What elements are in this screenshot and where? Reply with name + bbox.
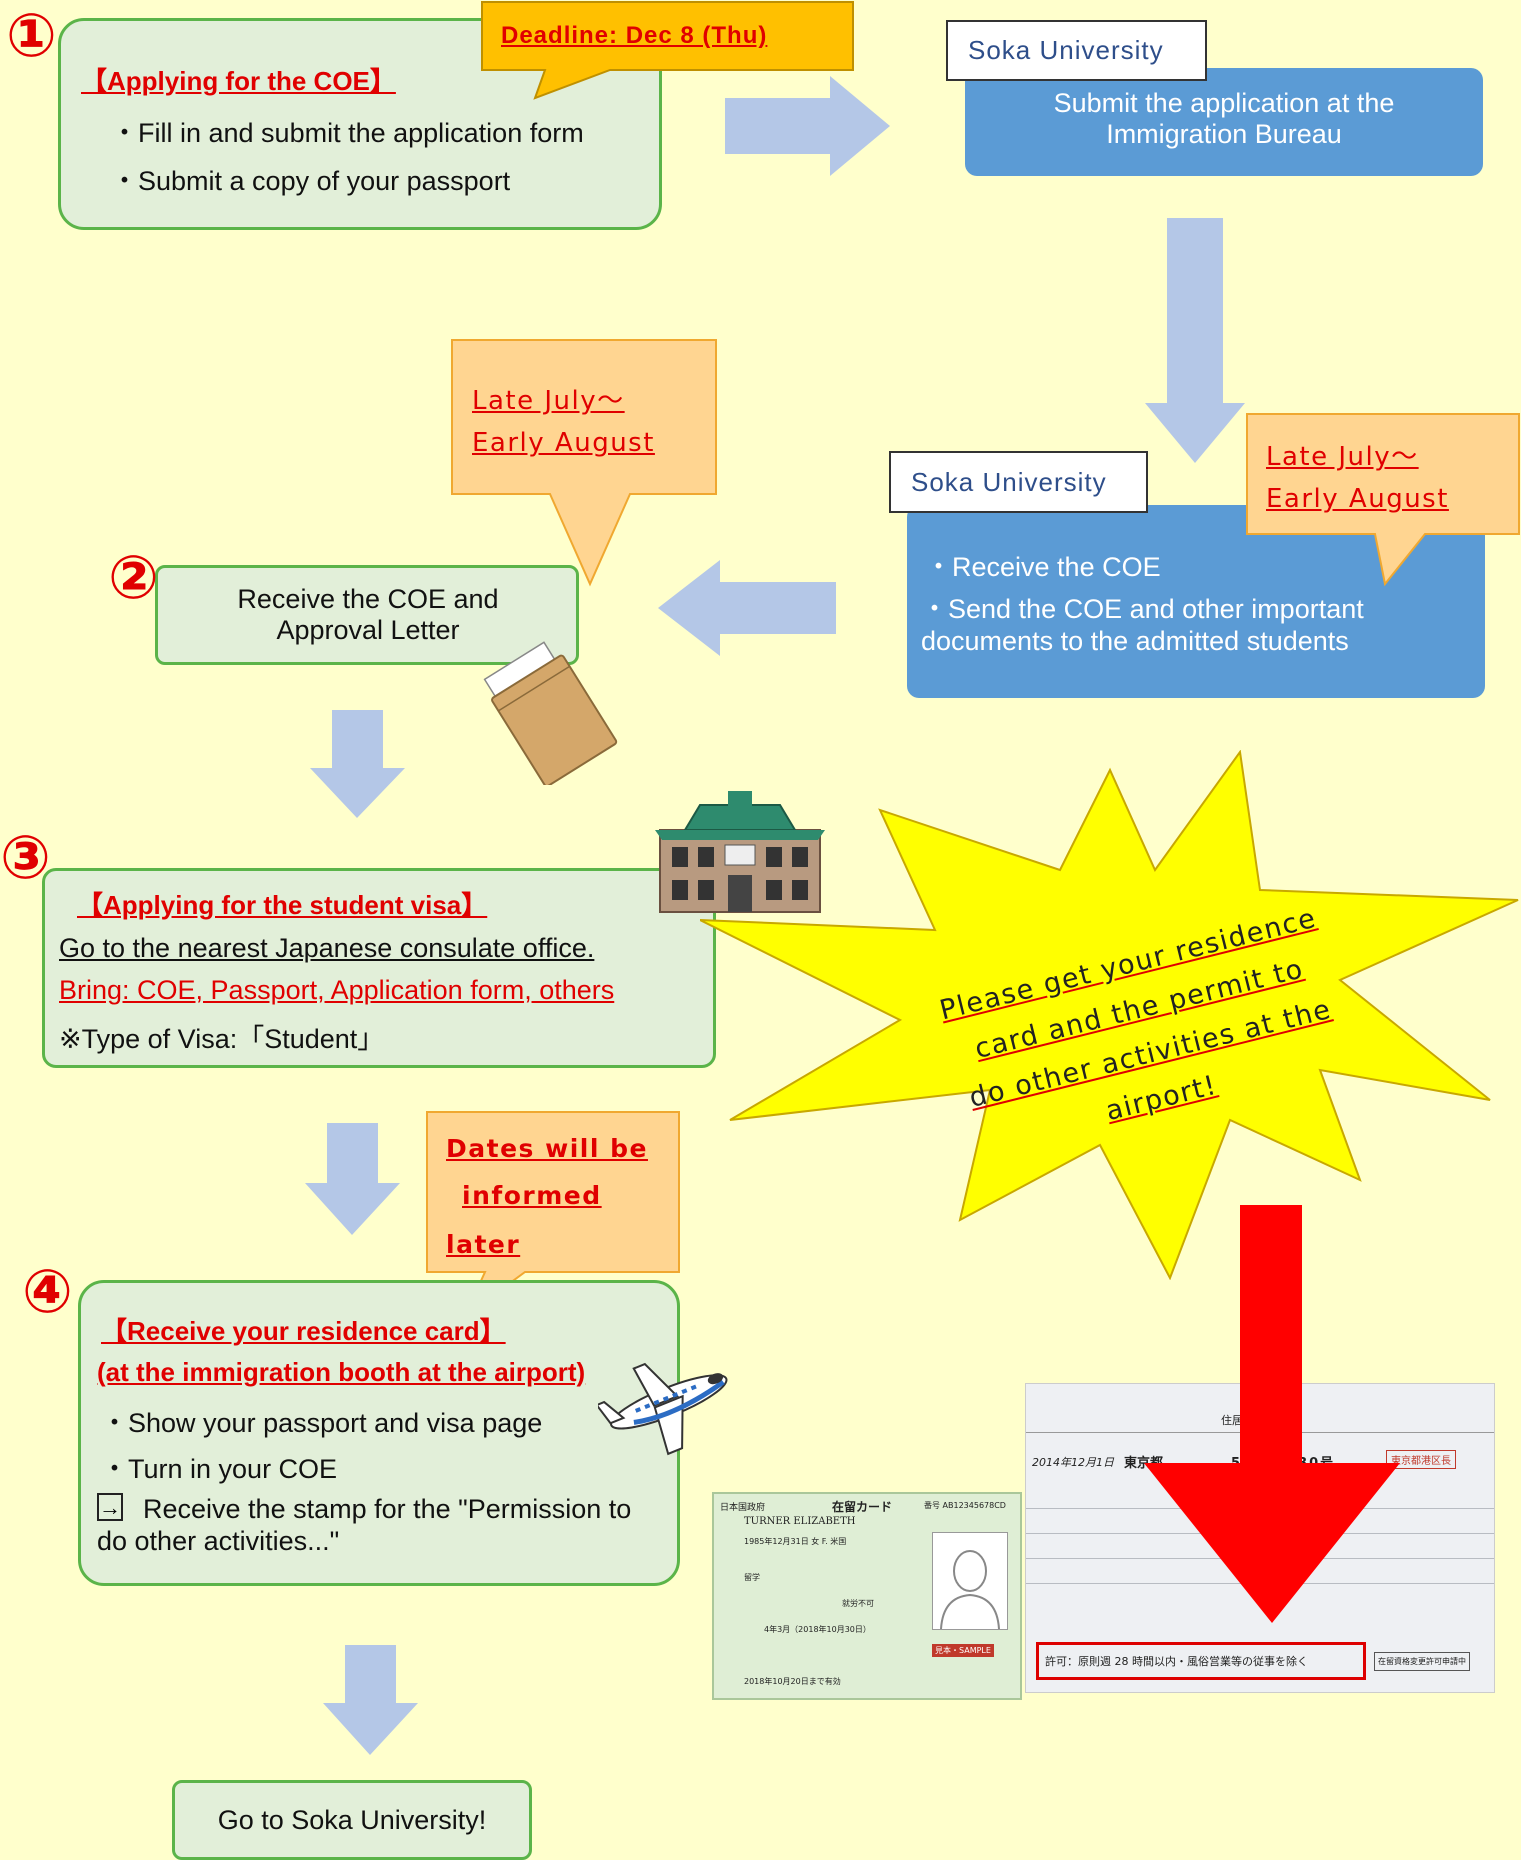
card-back-stamp: 東京都港区長 <box>1386 1450 1456 1469</box>
step4-number: ④ <box>22 1258 73 1325</box>
step1-title: 【Applying for the COE】 <box>81 66 396 96</box>
step4-subtitle: (at the immigration booth at the airport… <box>97 1357 586 1387</box>
card-front-status: 留学 <box>744 1573 760 1582</box>
step2-number: ② <box>108 544 159 611</box>
step1-number: ① <box>6 2 57 69</box>
card-front-name: TURNER ELIZABETH <box>744 1516 856 1527</box>
univ1-box: Submit the application at the Immigratio… <box>965 68 1483 176</box>
univ2-item-2: ・Send the COE and other important docume… <box>921 594 1364 656</box>
step2-callout-line2: Early August <box>472 428 655 458</box>
card-front-valid: 2018年10月20日まで有効 <box>744 1677 841 1686</box>
step4-item-2: ・Turn in your COE <box>101 1454 338 1484</box>
step3-number: ③ <box>0 824 51 891</box>
step2-callout-line1: Late July～ <box>472 386 625 416</box>
step4-callout-line1: Dates will be <box>446 1134 648 1163</box>
step4-arrow-symbol: → <box>97 1493 123 1521</box>
card-photo <box>932 1532 1008 1630</box>
univ2-label: Soka University <box>889 451 1148 513</box>
envelope-icon <box>483 641 618 785</box>
card-back-date: 2014年12月1日 <box>1032 1456 1114 1469</box>
step2-text: Receive the COE and Approval Letter <box>237 584 499 645</box>
step1-item-2: ・Submit a copy of your passport <box>111 166 511 196</box>
person-silhouette-icon <box>940 1550 1000 1630</box>
arrow-down-2 <box>310 710 405 818</box>
card-front-period: 4年3月（2018年10月30日） <box>764 1625 871 1634</box>
step2-callout-shape <box>451 339 717 587</box>
step4-callout-line3: later <box>446 1230 521 1259</box>
card-front-birth: 1985年12月31日 女 F. 米国 <box>744 1537 847 1546</box>
consulate-building-icon <box>655 791 825 913</box>
step3-line1: Go to the nearest Japanese consulate off… <box>59 933 595 963</box>
final-box: Go to Soka University! <box>172 1780 532 1860</box>
card-front-work: 就労不可 <box>842 1599 874 1608</box>
step4-box: 【Receive your residence card】 (at the im… <box>78 1280 680 1586</box>
arrow-right-1 <box>725 76 890 176</box>
starburst-shape <box>700 750 1519 1280</box>
card-front-header-left: 日本国政府 <box>720 1503 766 1513</box>
step4-title: 【Receive your residence card】 <box>101 1316 506 1346</box>
deadline-text: Deadline: Dec 8 (Thu) <box>501 22 768 49</box>
final-text: Go to Soka University! <box>217 1805 487 1835</box>
univ2-callout-line2: Early August <box>1266 484 1449 514</box>
step3-title: 【Applying for the student visa】 <box>77 890 488 920</box>
step3-line3: ※Type of Visa:「Student」 <box>59 1024 385 1054</box>
airplane-icon <box>598 1362 728 1456</box>
card-front-number: 番号 AB12345678CD <box>924 1501 1006 1510</box>
residence-card-back: 住居地記載欄 2014年12月1日 東京都 5丁目5番30号 東京都港区長 許可… <box>1025 1383 1495 1693</box>
arrow-down-1 <box>1145 218 1245 463</box>
step1-item-1: ・Fill in and submit the application form <box>111 118 584 148</box>
univ1-text: Submit the application at the Immigratio… <box>1053 88 1395 149</box>
residence-card-front: 日本国政府 在留カード 番号 AB12345678CD TURNER ELIZA… <box>712 1492 1022 1700</box>
arrow-down-4 <box>323 1645 418 1755</box>
card-back-app: 在留資格変更許可申請中 <box>1374 1652 1470 1671</box>
univ2-item-1: ・Receive the COE <box>925 552 1161 582</box>
step4-callout-line2: informed <box>462 1181 602 1210</box>
deadline-callout-shape <box>481 1 854 100</box>
arrow-left-1 <box>658 560 836 656</box>
univ1-label: Soka University <box>946 20 1207 81</box>
card-front-header-center: 在留カード <box>832 1500 893 1514</box>
univ2-callout-line1: Late July～ <box>1266 442 1419 472</box>
card-sample-badge: 見本・SAMPLE <box>932 1644 994 1657</box>
red-arrow-down <box>1144 1205 1400 1623</box>
step2-box: Receive the COE and Approval Letter <box>155 565 579 665</box>
step4-stamp-text: Receive the stamp for the "Permission to… <box>97 1494 632 1556</box>
step3-box: 【Applying for the student visa】 Go to th… <box>42 868 716 1068</box>
univ2-callout-shape <box>1246 413 1520 587</box>
step4-item-1: ・Show your passport and visa page <box>101 1408 543 1438</box>
card-back-permit: 許可：原則週 28 時間以内・風俗営業等の従事を除く <box>1036 1642 1366 1680</box>
step3-line2: Bring: COE, Passport, Application form, … <box>59 975 615 1005</box>
arrow-down-3 <box>305 1123 400 1235</box>
